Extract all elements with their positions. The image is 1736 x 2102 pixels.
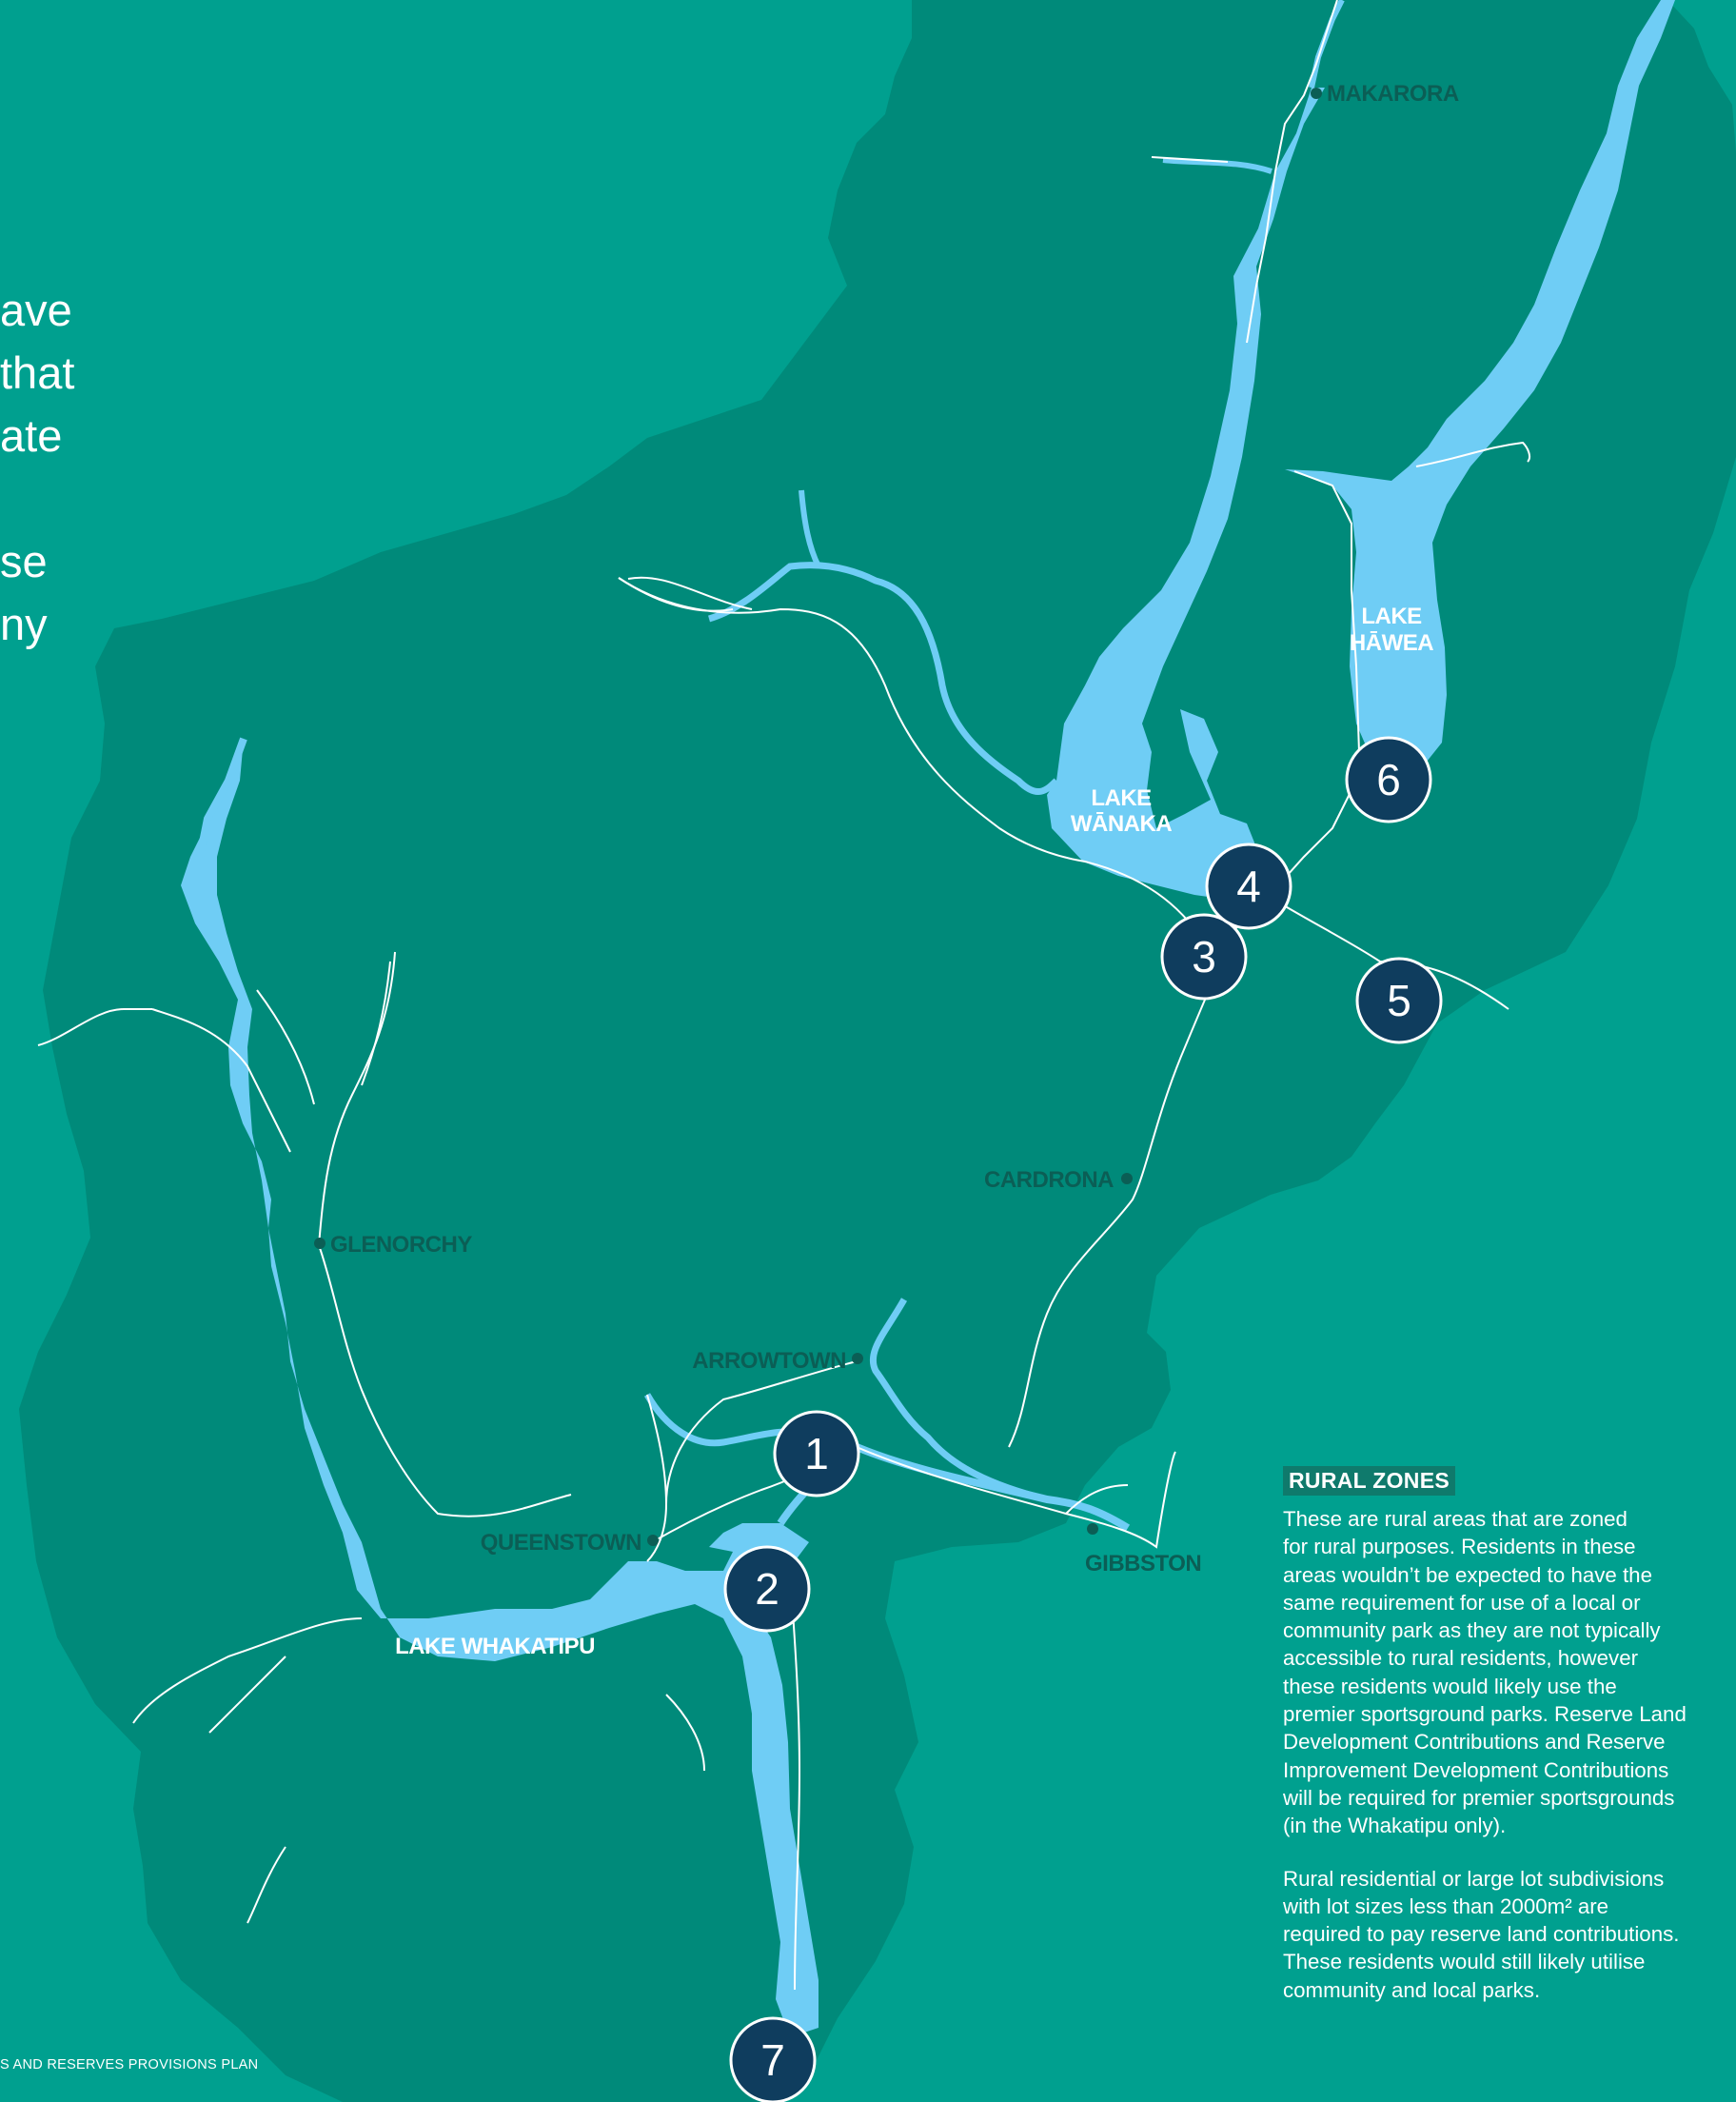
marker-7-label: 7 (760, 2035, 785, 2085)
makarora-dot (1311, 88, 1322, 99)
rural-p1-line: These are rural areas that are zoned (1283, 1507, 1628, 1531)
road-west (37, 1007, 152, 1046)
rural-p1-line: Improvement Development Contributions (1283, 1757, 1669, 1782)
rural-p2-line: These residents would still likely utili… (1283, 1950, 1646, 1974)
gibbston-dot (1087, 1523, 1098, 1535)
marker-3[interactable]: 3 (1160, 913, 1248, 1001)
intro-fragment-6: ny (0, 599, 48, 649)
road-haast (1246, 0, 1338, 344)
matukituki-branch (799, 489, 821, 568)
rural-p1-line: premier sportsground parks. Reserve Land (1283, 1702, 1687, 1727)
lake-whakatipu-label: LAKE WHAKATIPU (395, 1634, 595, 1659)
dart-river (196, 737, 247, 858)
rural-zones-paragraph-1: These are rural areas that are zoned for… (1283, 1505, 1730, 1840)
rural-zones-panel: RURAL ZONES These are rural areas that a… (1283, 1466, 1730, 2029)
matukituki-river (707, 562, 1059, 795)
rural-p1-line: these residents would likely use the (1283, 1674, 1617, 1698)
road-glenorchy-paradise (361, 961, 391, 1086)
rural-p1-line: same requirement for use of a local or (1283, 1590, 1641, 1615)
rural-p1-line: Development Contributions and Reserve (1283, 1730, 1666, 1755)
marker-2[interactable]: 2 (723, 1545, 811, 1633)
marker-4[interactable]: 4 (1205, 843, 1292, 930)
marker-5-label: 5 (1387, 976, 1411, 1025)
cardrona-dot (1121, 1173, 1133, 1184)
marker-3-label: 3 (1192, 932, 1216, 982)
lake-hawea (1285, 0, 1675, 766)
marker-6[interactable]: 6 (1345, 736, 1432, 823)
hawea-upper-river (1162, 157, 1272, 174)
intro-fragment-3: ate (0, 410, 63, 461)
road-makarora-west (1151, 156, 1229, 163)
arrowtown-dot (852, 1353, 863, 1364)
rural-p1-line: community park as they are not typically (1283, 1618, 1661, 1643)
rural-zones-paragraph-2: Rural residential or large lot subdivisi… (1283, 1865, 1730, 2004)
road-mt-aspiring (627, 576, 753, 610)
intro-fragment-1: ave (0, 285, 72, 335)
rural-p2-line: required to pay reserve land contributio… (1283, 1922, 1680, 1947)
road-glenorchy-north (318, 951, 396, 1246)
road-rees (208, 1656, 286, 1734)
intro-fragment-5: se (0, 536, 48, 586)
queenstown-label: QUEENSTOWN (481, 1530, 641, 1556)
marker-7[interactable]: 7 (729, 2016, 817, 2102)
road-arrowtown (646, 1360, 858, 1562)
intro-fragment-2: that (0, 347, 75, 398)
marker-6-label: 6 (1376, 755, 1401, 804)
place-dots (314, 88, 1322, 1546)
road-skippers (646, 1394, 667, 1505)
road-glenorchy (318, 1244, 572, 1517)
marker-5[interactable]: 5 (1355, 957, 1443, 1044)
rural-p1-line: accessible to rural residents, however (1283, 1646, 1639, 1671)
lake-wanaka-label-2: WĀNAKA (1071, 811, 1172, 837)
arrow-river (869, 1298, 1048, 1503)
rural-p1-line: areas wouldn’t be expected to have the (1283, 1562, 1652, 1587)
road-routeburn (256, 989, 315, 1105)
road-southwest (132, 1617, 363, 1724)
lake-hawea-label-2: HĀWEA (1350, 630, 1433, 656)
arrowtown-label: ARROWTOWN (692, 1348, 846, 1374)
road-kingston (789, 1570, 801, 1991)
rural-p2-line: with lot sizes less than 2000m² are (1283, 1894, 1609, 1918)
rural-p1-line: (in the Whakatipu only). (1283, 1814, 1507, 1838)
rural-p1-line: will be required for premier sportsgroun… (1283, 1785, 1675, 1810)
road-bluepools (1415, 441, 1531, 467)
district-land (19, 0, 1736, 2102)
rural-p2-line: Rural residential or large lot subdivisi… (1283, 1866, 1665, 1891)
lake-wanaka-label-1: LAKE (1091, 785, 1152, 811)
marker-1-label: 1 (804, 1429, 829, 1478)
road-matukituki (618, 577, 734, 612)
queenstown-dot (647, 1535, 659, 1546)
road-southeast (247, 1846, 286, 1924)
marker-4-label: 4 (1236, 862, 1261, 911)
road-luggate (1265, 894, 1509, 1010)
marker-1[interactable]: 1 (773, 1410, 860, 1497)
road-gibbston (856, 1446, 1176, 1549)
glenorchy-label: GLENORCHY (330, 1232, 472, 1258)
lake-hawea-label-1: LAKE (1361, 604, 1422, 629)
marker-2-label: 2 (755, 1564, 779, 1614)
road-south (665, 1694, 705, 1772)
rural-p2-line: community and local parks. (1283, 1977, 1541, 2002)
road-kinloch (151, 1008, 291, 1153)
glenorchy-dot (314, 1238, 326, 1249)
rural-zones-heading: RURAL ZONES (1283, 1466, 1455, 1496)
gibbston-label: GIBBSTON (1085, 1551, 1201, 1576)
footer-document-title: S AND RESERVES PROVISIONS PLAN (0, 2057, 259, 2072)
cardrona-label: CARDRONA (984, 1167, 1114, 1193)
road-wanaka-west (618, 577, 1205, 943)
road-kawarau-e (1065, 1484, 1129, 1515)
rural-p1-line: for rural purposes. Residents in these (1283, 1535, 1636, 1559)
makarora-label: MAKARORA (1327, 81, 1459, 107)
